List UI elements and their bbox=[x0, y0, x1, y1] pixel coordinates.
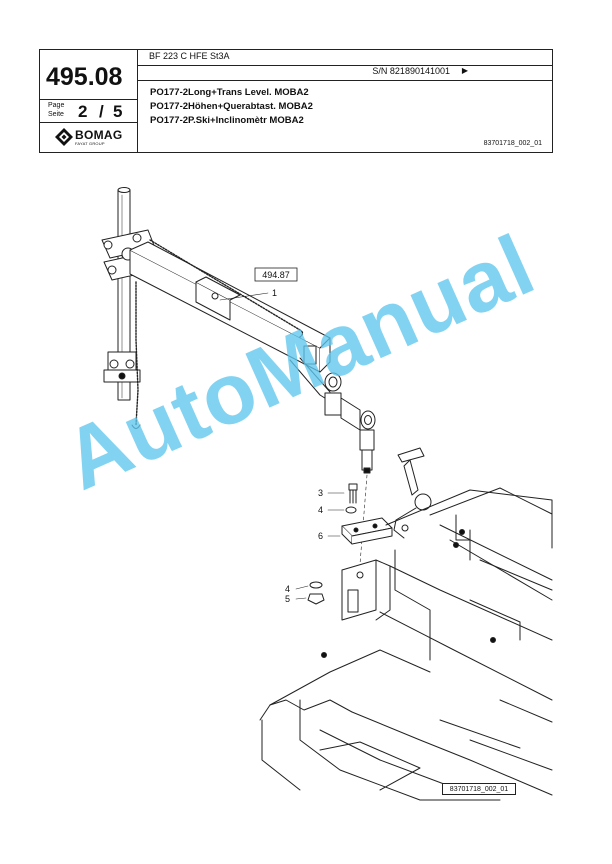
divider bbox=[40, 99, 137, 100]
vertical-mast bbox=[103, 187, 141, 401]
mounting-plate-part bbox=[341, 517, 393, 545]
washer-part bbox=[345, 506, 357, 514]
sensor-assembly bbox=[324, 372, 376, 474]
page-total: 5 bbox=[113, 102, 123, 121]
callout-5: 5 bbox=[285, 594, 290, 604]
drawing-reference: 83701718_002_01 bbox=[483, 140, 542, 147]
callout-4-upper: 4 bbox=[318, 505, 323, 515]
crank-handle bbox=[393, 447, 432, 539]
logo-subtext: FAYAT GROUP bbox=[75, 141, 105, 146]
callout-6: 6 bbox=[318, 531, 323, 541]
page-current: 2 bbox=[78, 102, 88, 121]
machine-model: BF 223 C HFE St3A bbox=[149, 51, 230, 61]
bolt-part bbox=[348, 483, 358, 504]
bomag-logo-icon bbox=[55, 128, 73, 146]
cross-reference-label: 494.87 bbox=[262, 270, 290, 280]
callout-4-lower: 4 bbox=[285, 584, 290, 594]
assembly-titles: PO177-2Long+Trans Level. MOBA2 PO177-2Hö… bbox=[150, 86, 313, 128]
machine-frame bbox=[259, 487, 553, 801]
page-label: Page Seite bbox=[48, 101, 64, 119]
group-number: 495.08 bbox=[46, 63, 123, 91]
washer-part-lower bbox=[309, 581, 323, 589]
serial-number: S/N 821890141001 bbox=[372, 66, 450, 76]
page-label-en: Page bbox=[48, 102, 65, 109]
machine-bracket bbox=[341, 559, 391, 621]
divider bbox=[40, 122, 137, 123]
cross-reference-box[interactable]: 494.87 bbox=[254, 267, 298, 282]
serial-row: S/N 821890141001 ▶ bbox=[137, 65, 552, 81]
horizontal-arm bbox=[129, 239, 331, 373]
callout-1: 1 bbox=[272, 288, 277, 298]
title-line-2: PO177-2Höhen+Querabtast. MOBA2 bbox=[150, 101, 313, 112]
nut-part bbox=[307, 593, 325, 605]
parts-header: 495.08 Page Seite 2 / 5 BOMAG FAYAT GROU… bbox=[39, 49, 553, 153]
logo-text: BOMAG bbox=[75, 128, 123, 142]
header-left-panel: 495.08 Page Seite 2 / 5 BOMAG FAYAT GROU… bbox=[40, 50, 138, 152]
title-line-3: PO177-2P.Ski+Inclinomètr MOBA2 bbox=[150, 115, 304, 126]
model-row: BF 223 C HFE St3A bbox=[137, 50, 552, 66]
title-line-1: PO177-2Long+Trans Level. MOBA2 bbox=[150, 87, 309, 98]
serial-arrow-icon: ▶ bbox=[461, 66, 468, 75]
page-separator: / bbox=[99, 102, 104, 121]
footer-drawing-reference: 83701718_002_01 bbox=[442, 783, 516, 795]
callout-3: 3 bbox=[318, 488, 323, 498]
bomag-logo: BOMAG FAYAT GROUP bbox=[55, 127, 127, 149]
page-label-de: Seite bbox=[48, 111, 64, 118]
